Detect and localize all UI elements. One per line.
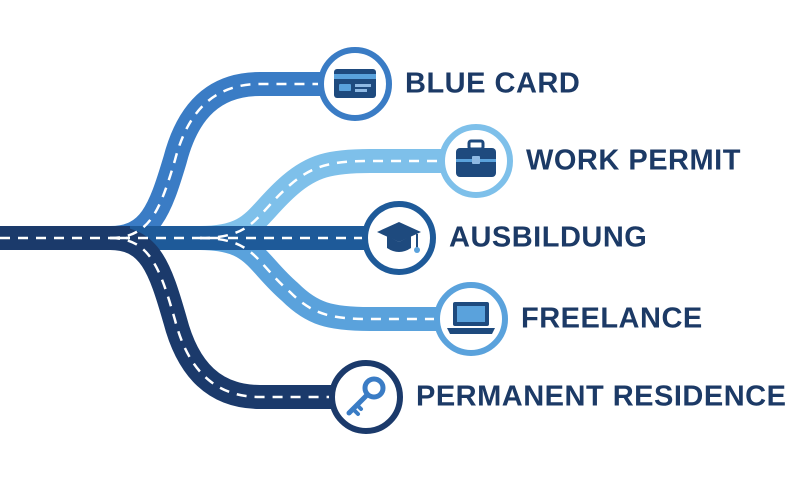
route-label-blue-card: BLUE CARD	[405, 67, 581, 100]
route-node-ausbildung	[362, 201, 436, 275]
key-icon	[346, 376, 386, 416]
credit-card-icon	[334, 69, 376, 98]
road-work-permit-dashes	[199, 159, 442, 240]
road-permanent-residence-dashes	[109, 236, 332, 399]
route-label-ausbildung: AUSBILDUNG	[449, 221, 648, 254]
route-node-permanent-residence	[329, 360, 403, 434]
route-node-work-permit	[439, 124, 513, 198]
road-blue-card-dashes	[109, 82, 322, 240]
route-label-work-permit: WORK PERMIT	[526, 144, 741, 177]
route-label-permanent-residence: PERMANENT RESIDENCE	[416, 380, 787, 413]
route-node-freelance	[434, 282, 508, 356]
road-blue-card	[109, 72, 322, 250]
road-permanent-residence	[109, 226, 332, 409]
briefcase-icon	[456, 139, 496, 177]
road-freelance-dashes	[199, 236, 437, 321]
graduation-cap-icon	[377, 222, 421, 253]
laptop-icon	[447, 302, 495, 334]
route-node-blue-card	[318, 47, 392, 121]
route-label-freelance: FREELANCE	[521, 302, 703, 335]
